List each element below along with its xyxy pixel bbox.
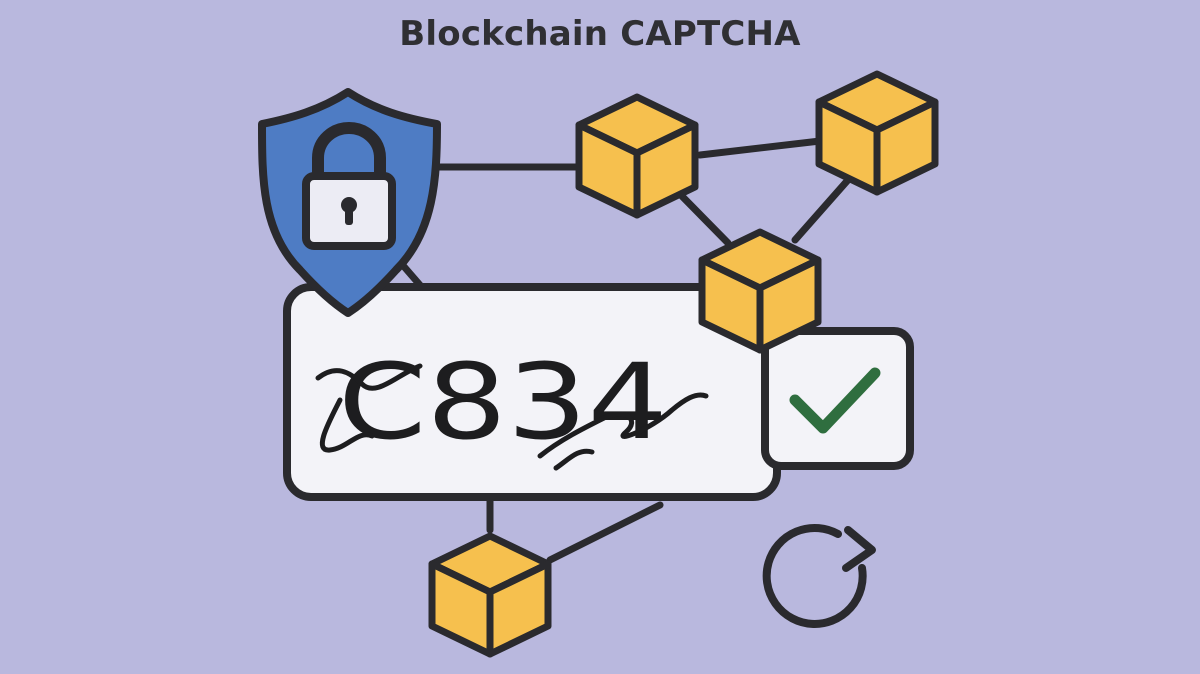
checkmark-icon [789,367,881,434]
link-panel-block4-diag [546,501,664,564]
shield-lock-icon [258,88,441,317]
block-2 [819,74,935,192]
captcha-distortion [315,363,709,471]
block-4 [432,536,548,654]
block-3 [702,232,818,350]
block-1 [579,97,695,215]
link-block1-block2 [696,137,824,159]
captcha-code: C834 [338,341,668,463]
verify-checkbox[interactable] [761,327,914,470]
page-title: Blockchain CAPTCHA [399,14,801,54]
refresh-icon[interactable] [762,523,876,628]
link-block2-block3 [791,168,859,244]
